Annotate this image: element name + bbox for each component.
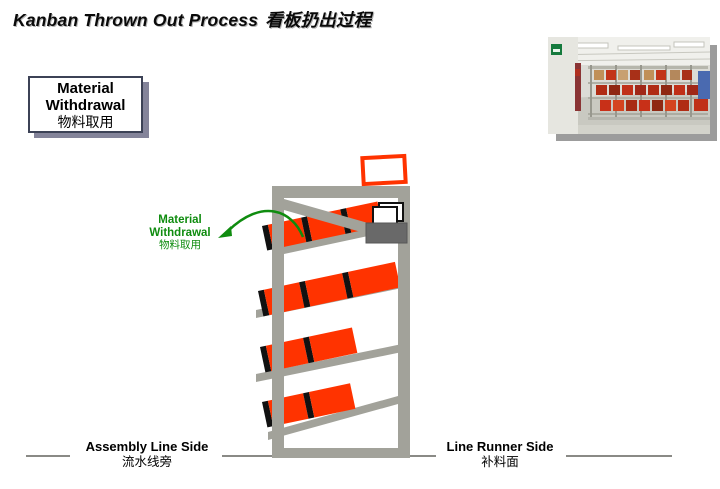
bin	[263, 282, 305, 316]
kanban-collection-box	[365, 222, 408, 244]
line-runner-side-en: Line Runner Side	[446, 439, 554, 454]
photo-red-sticker	[575, 69, 580, 76]
photo-bin	[622, 85, 633, 95]
rack-bottom-beam	[272, 448, 410, 458]
photo-bin	[606, 70, 616, 80]
bin	[308, 327, 358, 363]
legend-line-1: Material	[57, 80, 114, 97]
material-withdrawal-arrow	[218, 209, 305, 238]
shelf-3	[256, 344, 402, 382]
photo-bin	[661, 85, 672, 95]
title-english: Kanban Thrown Out Process	[13, 10, 259, 30]
assembly-line-side-en: Assembly Line Side	[85, 439, 209, 454]
photo-bin	[626, 100, 637, 111]
bin-kanban-stripe	[260, 345, 272, 373]
photo-floor-front	[548, 125, 710, 134]
empty-kanban-outline	[360, 153, 408, 187]
rack-top-beam	[272, 186, 410, 198]
line-runner-side-label: Line Runner Side 补料面	[430, 439, 570, 470]
photo-rack-shadow	[588, 117, 710, 120]
bin-kanban-stripe	[258, 289, 270, 317]
photo-shelf-beam	[588, 113, 708, 115]
bin-kanban-stripe	[301, 216, 313, 243]
photo-bin	[678, 100, 689, 111]
photo-bin	[665, 100, 676, 111]
rack-right-post	[398, 186, 410, 458]
arrow-curve	[227, 209, 305, 238]
bin	[304, 273, 348, 307]
photo-bin	[648, 85, 659, 95]
material-withdrawal-callout: Material Withdrawal 物料取用	[130, 214, 230, 252]
legend-line-2: Withdrawal	[45, 97, 126, 114]
callout-line-1: Material	[158, 214, 202, 226]
photo-bin	[682, 70, 692, 80]
bin-kanban-stripe	[262, 400, 274, 428]
photo-bin	[609, 85, 620, 95]
photo-box	[618, 70, 628, 80]
photo-blue-machine	[698, 71, 710, 99]
photo-bin	[596, 85, 607, 95]
page-title: Kanban Thrown Out Process 看板扔出过程	[13, 7, 371, 32]
photo-bin	[656, 70, 666, 80]
title-chinese: 看板扔出过程	[265, 10, 372, 30]
legend-line-3: 物料取用	[57, 114, 114, 130]
photo-green-sign-glyph	[553, 49, 560, 52]
rack-left-post	[272, 186, 284, 458]
photo-box	[644, 70, 654, 80]
bin-kanban-stripe	[303, 336, 315, 364]
bin-kanban-stripe	[299, 281, 311, 308]
assembly-line-side-zh: 流水线旁	[121, 455, 172, 469]
shelf-1	[284, 228, 368, 254]
callout-line-2: Withdrawal	[149, 226, 211, 239]
photo-light-fixture	[673, 41, 705, 48]
callout-line-3: 物料取用	[159, 239, 201, 251]
photo-bin	[635, 85, 646, 95]
assembly-line-side-label: Assembly Line Side 流水线旁	[77, 439, 217, 470]
bin	[308, 383, 356, 418]
rack-frame	[272, 186, 410, 458]
photo-bin	[600, 100, 611, 111]
bin	[347, 261, 401, 298]
material-withdrawal-legend: Material Withdrawal 物料取用	[28, 76, 143, 133]
photo-bin	[630, 70, 640, 80]
photo-racks	[588, 65, 708, 117]
arrowhead-icon	[218, 226, 232, 238]
photo-bin	[694, 99, 708, 111]
photo-bin	[652, 100, 663, 111]
photo-column	[575, 63, 581, 111]
photo-shelf-beam	[588, 66, 708, 69]
photo-light-fixture	[617, 45, 671, 51]
photo-box	[594, 70, 604, 80]
photo-rack-post	[590, 65, 592, 117]
bin-kanban-stripe	[303, 392, 315, 419]
kanban-card	[372, 206, 398, 226]
shelf-4	[268, 396, 398, 440]
line-runner-side-zh: 补料面	[481, 455, 519, 469]
photo-shelf-beam	[588, 82, 708, 84]
photo-bin	[613, 100, 624, 111]
photo-shelf-beam	[588, 97, 708, 99]
kanban-cards	[372, 202, 404, 226]
factory-flow-rack-photo	[547, 37, 711, 134]
bin-kanban-stripe	[262, 224, 274, 251]
kanban-chute-beam	[284, 199, 368, 234]
photo-scene	[547, 37, 711, 134]
photo-bin	[674, 85, 685, 95]
photo-bin	[687, 85, 698, 95]
photo-bin	[639, 100, 650, 111]
bin-kanban-stripe	[342, 271, 354, 299]
photo-box	[670, 70, 680, 80]
